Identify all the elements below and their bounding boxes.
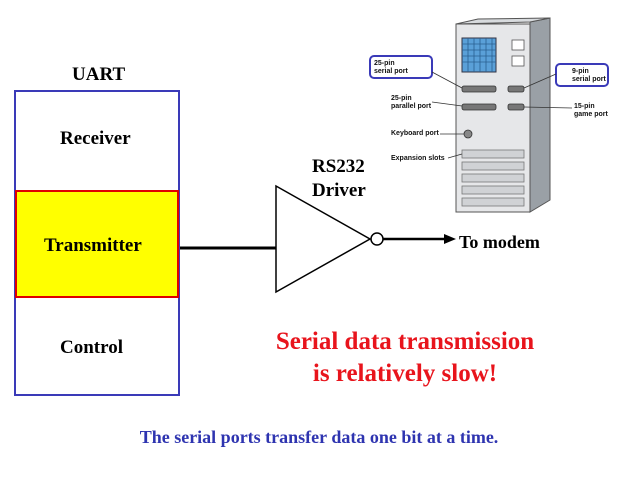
label-serial-25-line1: 25-pin: [374, 60, 395, 67]
transmitter-box: [15, 190, 179, 298]
label-parallel: 25-pin parallel port: [391, 95, 431, 111]
port-game: [507, 103, 525, 111]
headline: Serial data transmission is relatively s…: [230, 326, 580, 390]
label-parallel-line2: parallel port: [391, 103, 432, 110]
callout-serial-25-box: [369, 55, 433, 79]
inverter-bubble: [370, 232, 384, 246]
footer-note: The serial ports transfer data one bit a…: [139, 427, 499, 447]
label-serial-9: 9-pin serial port: [572, 68, 606, 84]
to-modem-label: To modem: [459, 232, 540, 252]
label-serial-25-line2: serial port: [374, 68, 408, 75]
label-serial-25: 25-pin serial port: [374, 60, 408, 76]
receiver-label: Receiver: [60, 128, 131, 149]
label-serial-9-line1: 9-pin: [572, 68, 589, 75]
label-serial-9-line2: serial port: [572, 76, 606, 83]
label-game: 15-pin game port: [574, 103, 608, 119]
port-keyboard: [463, 129, 473, 139]
port-parallel: [461, 103, 497, 111]
label-parallel-line1: 25-pin: [391, 95, 412, 102]
uart-title: UART: [72, 64, 126, 85]
label-game-line2: game port: [574, 111, 608, 118]
headline-line2: is relatively slow!: [312, 360, 498, 387]
label-keyboard: Keyboard port: [391, 130, 439, 137]
driver-label-line2: Driver: [312, 180, 366, 201]
callout-serial-9-box: [555, 63, 609, 87]
transmitter-label: Transmitter: [44, 235, 142, 256]
headline-line1: Serial data transmission: [275, 328, 535, 355]
output-arrowhead: [444, 234, 456, 244]
driver-label-line1: RS232: [312, 156, 365, 177]
label-expansion: Expansion slots: [391, 155, 445, 162]
computer-tower: [369, 17, 609, 213]
port-serial-9: [507, 85, 525, 93]
label-game-line1: 15-pin: [574, 103, 595, 110]
fan-grille: [461, 37, 497, 73]
port-serial-25: [461, 85, 497, 93]
control-label: Control: [60, 337, 123, 358]
rs232-driver-triangle: [275, 184, 372, 294]
